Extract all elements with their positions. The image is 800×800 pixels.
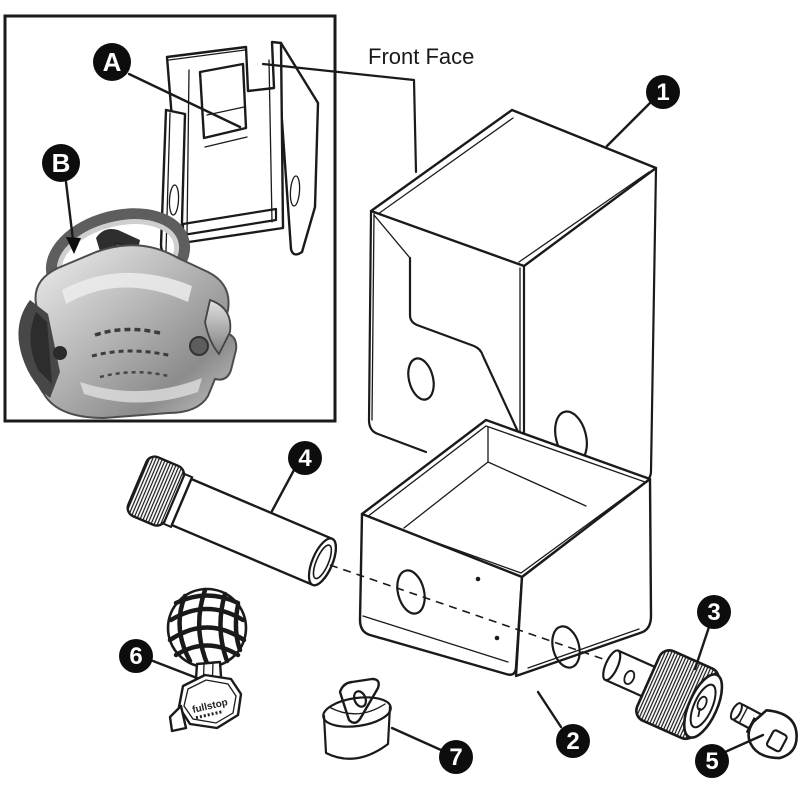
leader-a [127,72,242,129]
callout-b: B [42,144,81,254]
leader-b [64,180,75,242]
leader-1 [605,101,652,148]
inset-panel: A B [3,14,337,423]
bracket-drawing [159,40,320,259]
callout-3-label: 3 [707,599,720,626]
leader-3 [693,625,711,671]
upper-housing-part: 1 [367,75,680,496]
leader-2 [536,690,563,729]
callout-7-label: 7 [449,744,462,771]
leader-6 [151,659,199,680]
callout-2-label: 2 [566,728,579,755]
ball-weave-pattern [167,587,247,669]
key-part: 5 [695,702,798,778]
callout-6-label: 6 [129,643,142,670]
callout-b-label: B [52,148,71,178]
leader-7 [390,726,443,752]
lock-hole-right-lower [551,625,581,669]
arrowhead-b [66,237,81,254]
pin-hole-left [407,357,435,401]
front-face-annotation: Front Face [261,44,474,174]
callout-5-label: 5 [705,748,718,775]
callout-a-label: A [103,47,122,77]
lock-cylinder-part: 3 [602,595,731,741]
padlock-fine-print [195,710,222,720]
coupler-photo [18,208,238,420]
leader-4 [270,468,296,513]
leader-5 [723,733,765,754]
callout-1-label: 1 [656,79,669,106]
callout-a: A [93,43,242,129]
lower-housing-part: 2 [329,418,653,758]
callout-4-label: 4 [298,445,312,472]
pin-hole-left-lower [396,569,426,615]
cap-part: 7 [322,677,473,774]
locking-pin-part: 4 [126,441,337,587]
front-face-label: Front Face [368,44,474,69]
pin-axis-centerline [329,564,607,661]
padlock-part: fullstop 6 [119,587,248,733]
leader-front-face [261,62,418,174]
